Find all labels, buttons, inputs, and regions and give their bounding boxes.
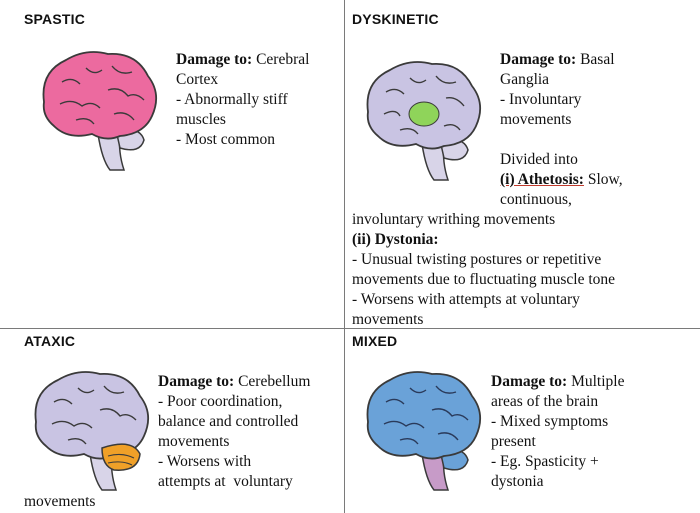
ataxic-line: attempts at voluntary	[158, 473, 293, 490]
mixed-line: - Mixed symptoms	[491, 413, 609, 430]
mixed-damage-value: Multiple	[567, 373, 625, 390]
cerebellum-highlight	[101, 443, 141, 471]
mixed-line: - Eg. Spasticity +	[491, 453, 599, 470]
mixed-line: present	[491, 433, 536, 450]
spastic-heading: SPASTIC	[24, 11, 86, 27]
writhing-line: involuntary writhing movements	[352, 211, 556, 228]
ataxic-line: movements	[158, 433, 230, 450]
dyskinetic-line: - Involuntary	[500, 91, 582, 108]
dyskinetic-line: Ganglia	[500, 71, 550, 88]
ataxic-damage-label: Damage to:	[158, 373, 235, 390]
spastic-damage-label: Damage to:	[176, 51, 253, 68]
spastic-line: - Abnormally stiff	[176, 91, 288, 108]
dyskinetic-damage: Damage to: Basal	[500, 50, 615, 70]
athetosis-text: Slow,	[583, 171, 623, 188]
ataxic-line: balance and controlled	[158, 413, 299, 430]
dystonia-line: - Unusual twisting postures or repetitiv…	[352, 251, 602, 268]
dyskinetic-heading: DYSKINETIC	[352, 11, 439, 27]
spastic-line: muscles	[176, 111, 226, 128]
spastic-line: Cortex	[176, 71, 219, 88]
brain-cerebrum	[366, 371, 482, 460]
brain-icon	[34, 371, 150, 491]
dystonia-line: movements due to fluctuating muscle tone	[352, 271, 616, 288]
ataxic-line: - Poor coordination,	[158, 393, 283, 410]
mixed-damage-label: Damage to:	[491, 373, 568, 390]
brain-icon	[366, 61, 482, 181]
brain-cerebrum	[42, 51, 158, 140]
mixed-heading: MIXED	[352, 333, 398, 349]
athetosis-label: (i) Athetosis:	[500, 171, 584, 188]
ataxic-damage-value: Cerebellum	[234, 373, 311, 390]
dystonia-line: - Worsens with attempts at voluntary	[352, 291, 580, 308]
athetosis-continued: continuous,	[500, 191, 572, 208]
ataxic-heading: ATAXIC	[24, 333, 76, 349]
ataxic-line: - Worsens with	[158, 453, 252, 470]
ataxic-damage: Damage to: Cerebellum	[158, 372, 310, 392]
dyskinetic-line: movements	[500, 111, 572, 128]
dyskinetic-damage-value: Basal	[576, 51, 615, 68]
brain-icon	[366, 371, 482, 491]
mixed-line: areas of the brain	[491, 393, 599, 410]
horizontal-divider	[0, 328, 700, 329]
ataxic-last-line: movements	[24, 493, 96, 510]
dystonia-line: movements	[352, 311, 424, 328]
spastic-damage-value: Cerebral	[252, 51, 310, 68]
spastic-line: - Most common	[176, 131, 276, 148]
dyskinetic-damage-label: Damage to:	[500, 51, 577, 68]
athetosis-line: (i) Athetosis: Slow,	[500, 170, 623, 190]
dystonia-label: (ii) Dystonia:	[352, 231, 439, 248]
brain-icon	[42, 51, 158, 171]
vertical-divider	[344, 0, 345, 513]
mixed-line: dystonia	[491, 473, 544, 490]
mixed-damage: Damage to: Multiple	[491, 372, 624, 392]
basal-ganglia-highlight	[408, 101, 440, 127]
dyskinetic-divided: Divided into	[500, 151, 578, 168]
spastic-damage: Damage to: Cerebral	[176, 50, 309, 70]
